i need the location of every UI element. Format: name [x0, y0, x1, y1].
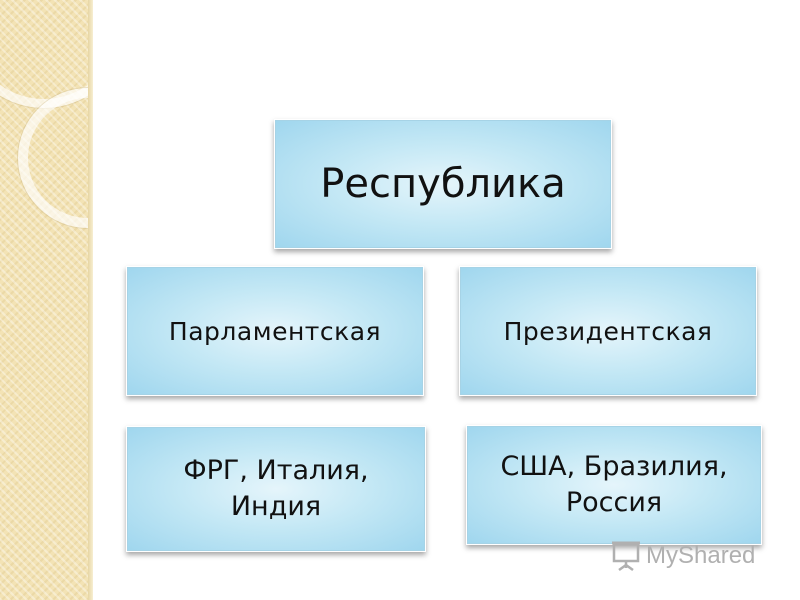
node-parliamentary: Парламентская	[126, 266, 424, 396]
decorative-circle	[18, 88, 88, 228]
node-parliamentary-label: Парламентская	[168, 316, 382, 346]
node-republic: Республика	[274, 119, 612, 249]
node-parliamentary-examples: ФРГ, Италия, Индия	[126, 426, 426, 552]
decorative-side-strip	[0, 0, 88, 600]
node-presidential: Президентская	[459, 266, 757, 396]
watermark: MyShared	[612, 541, 755, 571]
side-strip-border	[88, 0, 93, 600]
watermark-text: MyShared	[646, 542, 756, 569]
node-presidential-label: Президентская	[503, 316, 713, 346]
node-presidential-examples-label: США, Бразилия, Россия	[500, 450, 728, 518]
node-parliamentary-examples-label: ФРГ, Италия, Индия	[183, 454, 369, 522]
presentation-screen-icon	[612, 541, 640, 571]
node-republic-label: Республика	[320, 161, 566, 207]
node-presidential-examples: США, Бразилия, Россия	[466, 425, 762, 545]
